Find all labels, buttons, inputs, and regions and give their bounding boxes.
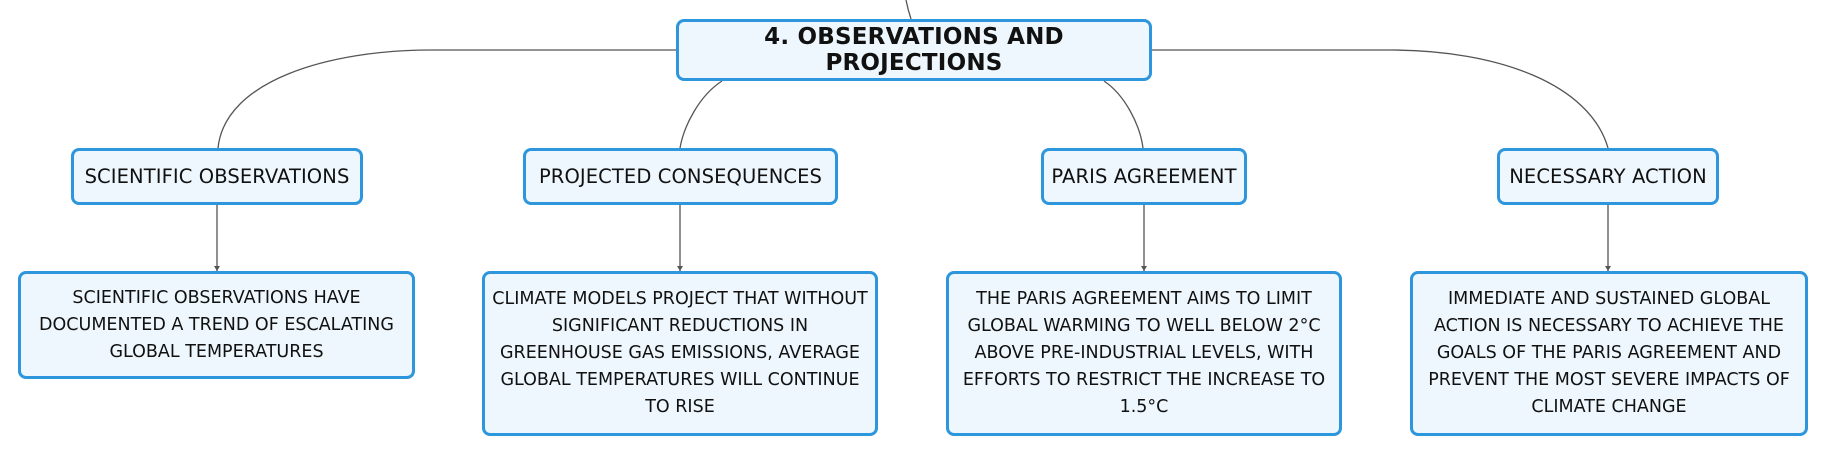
connector-root-to-branch-4 [1152, 49, 1609, 149]
branch-topic-paris-agreement[interactable]: PARIS AGREEMENT [1041, 148, 1247, 205]
detail-topic-text: CLIMATE MODELS PROJECT THAT WITHOUT SIGN… [492, 289, 868, 417]
root-topic-label: 4. OBSERVATIONS AND PROJECTIONS [764, 24, 1064, 76]
branch-topic-label: PARIS AGREEMENT [1051, 165, 1237, 188]
detail-topic-text: SCIENTIFIC OBSERVATIONS HAVE DOCUMENTED … [39, 287, 394, 362]
branch-topic-necessary-action[interactable]: NECESSARY ACTION [1497, 148, 1719, 205]
arrowhead-leaf-4 [1605, 266, 1611, 271]
arrowhead-leaf-2 [677, 266, 683, 271]
branch-topic-scientific-observations[interactable]: SCIENTIFIC OBSERVATIONS [71, 148, 363, 205]
detail-topic-text: THE PARIS AGREEMENT AIMS TO LIMIT GLOBAL… [962, 289, 1326, 417]
detail-topic-paris-agreement[interactable]: THE PARIS AGREEMENT AIMS TO LIMIT GLOBAL… [946, 271, 1342, 436]
detail-topic-projected-consequences[interactable]: CLIMATE MODELS PROJECT THAT WITHOUT SIGN… [482, 271, 878, 436]
arrowhead-leaf-1 [214, 266, 220, 271]
branch-topic-label: PROJECTED CONSEQUENCES [538, 165, 823, 188]
branch-topic-projected-consequences[interactable]: PROJECTED CONSEQUENCES [523, 148, 838, 205]
detail-topic-scientific-observations[interactable]: SCIENTIFIC OBSERVATIONS HAVE DOCUMENTED … [18, 271, 415, 379]
parent-connector [905, 0, 912, 20]
connector-root-to-branch-1 [217, 49, 676, 149]
branch-topic-label: NECESSARY ACTION [1509, 165, 1707, 188]
connector-root-to-branch-3 [1103, 80, 1144, 149]
arrowhead-leaf-3 [1141, 266, 1147, 271]
connector-root-to-branch-2 [679, 80, 723, 149]
detail-topic-text: IMMEDIATE AND SUSTAINED GLOBAL ACTION IS… [1428, 289, 1790, 417]
root-topic[interactable]: 4. OBSERVATIONS AND PROJECTIONS [676, 19, 1152, 81]
detail-topic-necessary-action[interactable]: IMMEDIATE AND SUSTAINED GLOBAL ACTION IS… [1410, 271, 1808, 436]
branch-topic-label: SCIENTIFIC OBSERVATIONS [84, 165, 350, 188]
